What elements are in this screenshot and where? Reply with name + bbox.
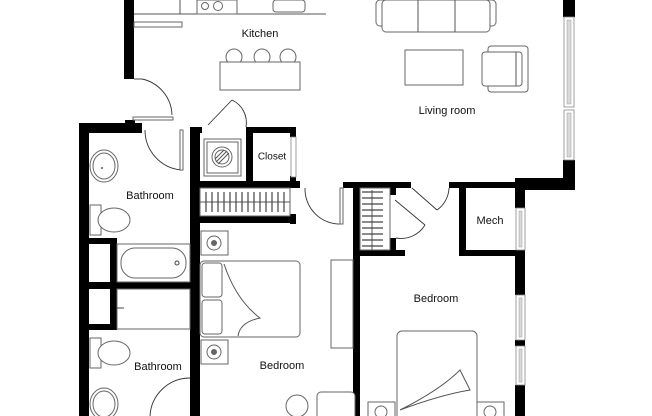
- windows: [290, 16, 575, 386]
- room-label-mech: Mech: [476, 215, 504, 227]
- room-label-bedroom-1: Bedroom: [259, 360, 305, 372]
- room-label-bathroom-1: Bathroom: [126, 190, 174, 202]
- room-label-closet: Closet: [257, 151, 287, 163]
- walls: [79, 0, 575, 416]
- room-label-bathroom-2: Bathroom: [134, 361, 182, 373]
- bedroom-2-furniture: [367, 330, 505, 416]
- room-label-living-room: Living room: [418, 105, 476, 117]
- doors: [132, 78, 450, 416]
- kitchen-fixtures: [133, 0, 326, 91]
- laundry-fixtures: [199, 138, 391, 251]
- bedroom-1-furniture: [199, 230, 356, 416]
- living-room-furniture: [375, 0, 529, 93]
- room-label-kitchen: Kitchen: [241, 28, 279, 40]
- room-label-bedroom-2: Bedroom: [413, 293, 459, 305]
- bathroom-fixtures: [89, 149, 191, 416]
